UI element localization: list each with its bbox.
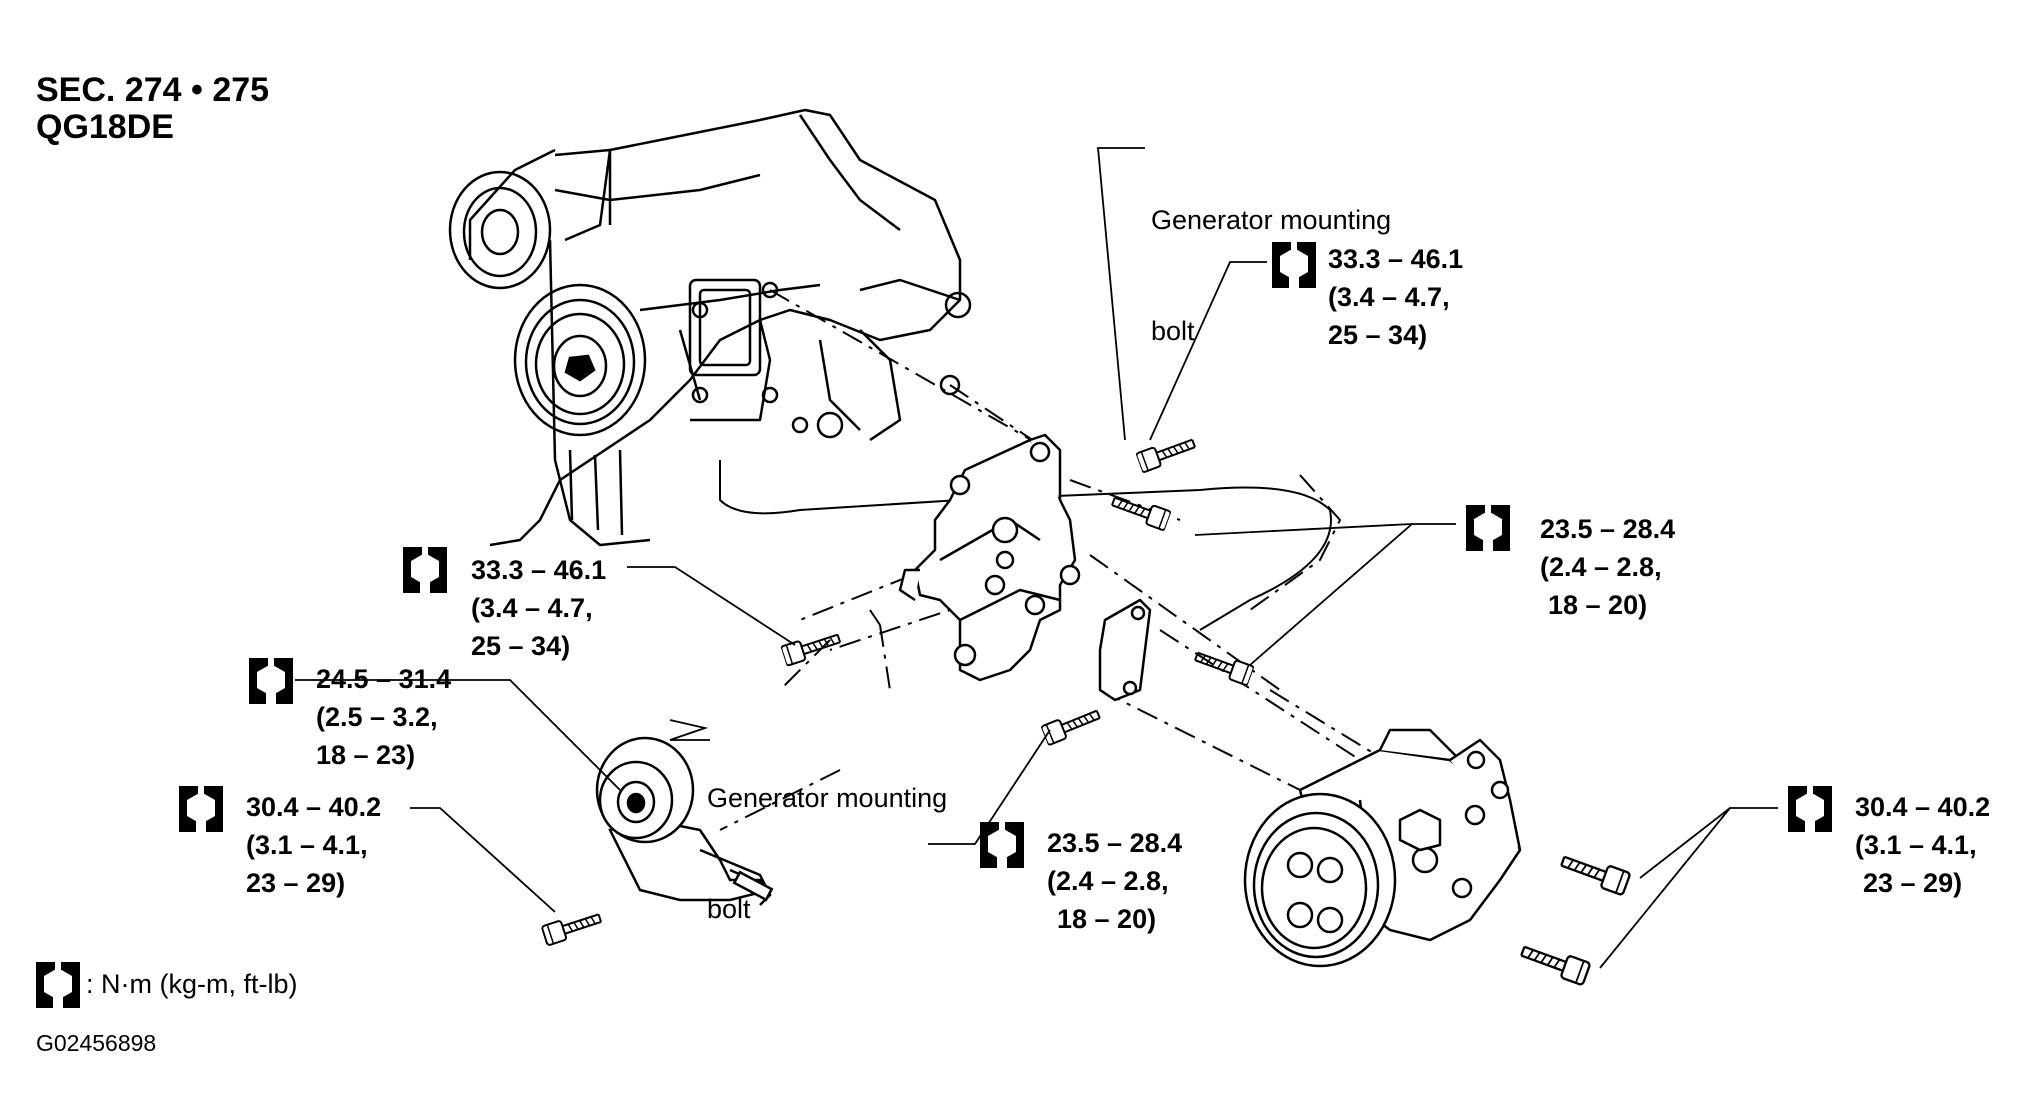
- torque-ftlb: 25 – 34): [471, 631, 571, 661]
- torque-ftlb: 18 – 20): [1548, 590, 1648, 620]
- torque-kgm: (2.5 – 3.2,: [316, 702, 438, 732]
- crank-pulley: [448, 170, 647, 437]
- torque-spec-6: 23.5 – 28.4 (2.4 – 2.8, 18 – 20): [1047, 824, 1182, 938]
- drive-belt: [719, 460, 1332, 631]
- torque-ftlb: 23 – 29): [246, 868, 346, 898]
- torque-kgm: (3.1 – 4.1,: [246, 830, 368, 860]
- torque-kgm: (2.4 – 2.8,: [1540, 552, 1662, 582]
- power-steering-pump: [1243, 728, 1522, 968]
- torque-spec-3: 33.3 – 46.1 (3.4 – 4.7, 25 – 34): [471, 551, 606, 665]
- torque-unit-legend: : N·m (kg-m, ft-lb): [86, 968, 297, 1000]
- torque-spec-1: 33.3 – 46.1 (3.4 – 4.7, 25 – 34): [1328, 240, 1463, 354]
- bracket-plate: [1098, 598, 1152, 702]
- engine-code: QG18DE: [36, 108, 174, 146]
- callout-generator-bolt-upper: Generator mounting bolt: [1151, 128, 1391, 387]
- callout-line1: Generator mounting: [707, 783, 948, 813]
- torque-nm: 30.4 – 40.2: [246, 792, 382, 822]
- callout-generator-bolt-lower: Generator mounting bolt: [707, 706, 947, 965]
- figure-code: G02456898: [36, 1030, 157, 1056]
- torque-ftlb: 23 – 29): [1863, 868, 1963, 898]
- generator-bracket: [898, 433, 1081, 682]
- torque-ftlb: 25 – 34): [1328, 320, 1428, 350]
- torque-kgm: (3.1 – 4.1,: [1855, 830, 1977, 860]
- torque-nm: 33.3 – 46.1: [471, 555, 607, 585]
- legend-text: : N·m (kg-m, ft-lb): [86, 969, 298, 999]
- torque-kgm: (3.4 – 4.7,: [471, 593, 593, 623]
- callout-line2: bolt: [707, 894, 751, 924]
- torque-nm: 30.4 – 40.2: [1855, 792, 1991, 822]
- torque-kgm: (3.4 – 4.7,: [1328, 282, 1450, 312]
- torque-nm: 24.5 – 31.4: [316, 664, 452, 694]
- torque-nm: 23.5 – 28.4: [1540, 514, 1676, 544]
- engine-block: [468, 108, 972, 547]
- torque-ftlb: 18 – 23): [316, 740, 416, 770]
- torque-spec-7: 30.4 – 40.2 (3.1 – 4.1, 23 – 29): [1855, 788, 1990, 902]
- torque-spec-5: 30.4 – 40.2 (3.1 – 4.1, 23 – 29): [246, 788, 381, 902]
- leader-lines: [295, 147, 1778, 969]
- torque-nm: 23.5 – 28.4: [1047, 828, 1183, 858]
- torque-spec-2: 23.5 – 28.4 (2.4 – 2.8, 18 – 20): [1540, 510, 1675, 624]
- torque-nm: 33.3 – 46.1: [1328, 244, 1464, 274]
- torque-kgm: (2.4 – 2.8,: [1047, 866, 1169, 896]
- idler-pulley: [595, 736, 774, 906]
- callout-line1: Generator mounting: [1151, 205, 1392, 235]
- section-number: SEC. 274 • 275: [36, 71, 270, 109]
- torque-ftlb: 18 – 20): [1057, 904, 1157, 934]
- torque-spec-4: 24.5 – 31.4 (2.5 – 3.2, 18 – 23): [316, 660, 451, 774]
- callout-line2: bolt: [1151, 316, 1195, 346]
